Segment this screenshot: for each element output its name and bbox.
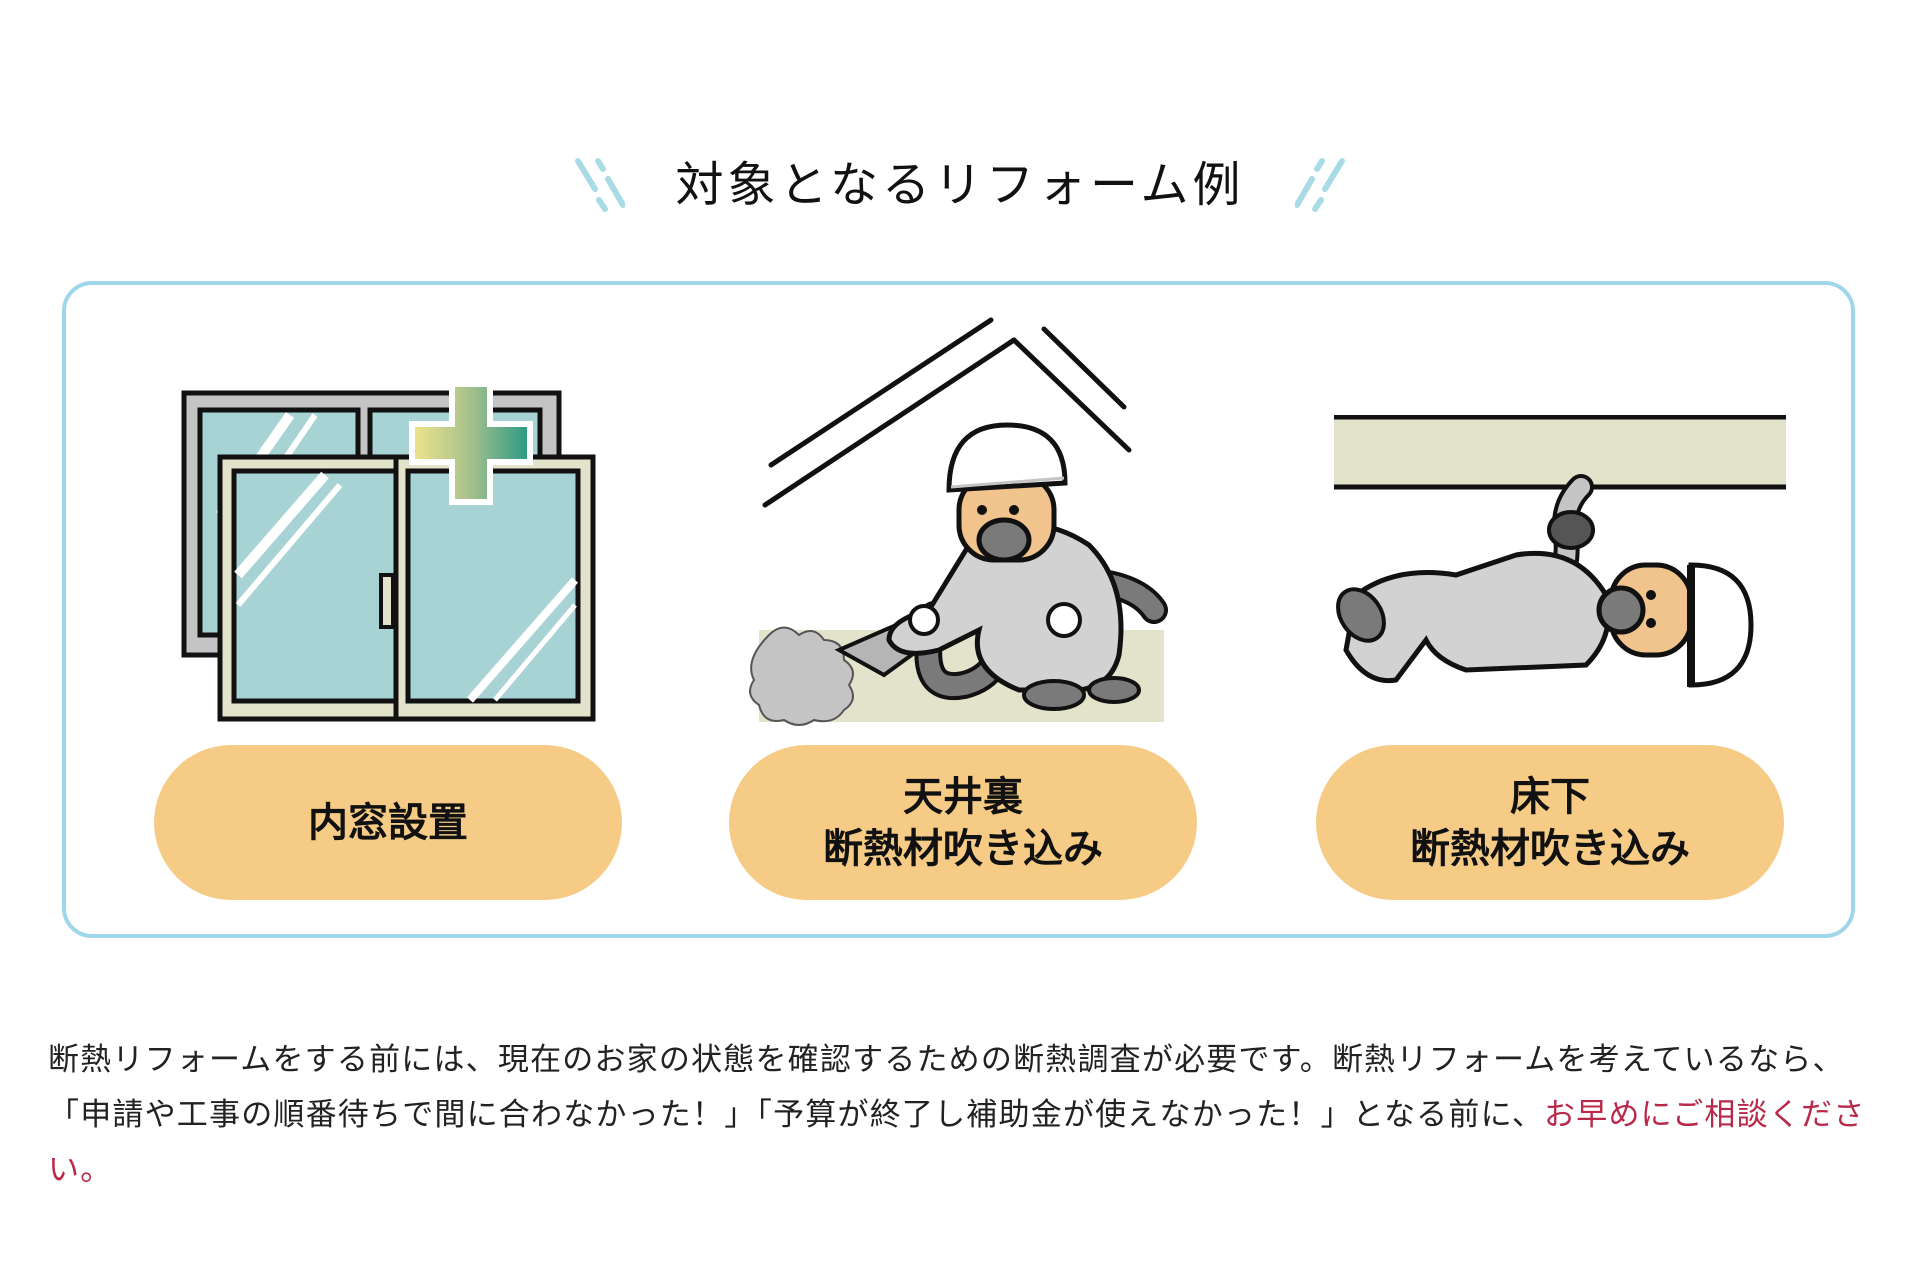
label-line: 床下 [1510,773,1590,820]
label-line: 天井裏 [903,773,1023,820]
right-slash-decoration-icon [1294,145,1355,215]
left-slash-decoration-icon [565,145,626,215]
consultation-call-to-action: お早めにご相談ください。 [48,1097,1866,1188]
label-pill-interior-window: 内窓設置 [154,745,622,900]
section-header: 対象となるリフォーム例 [0,140,1920,220]
reform-examples-panel: 内窓設置 [62,281,1855,938]
reform-card-interior-window: 内窓設置 [150,285,622,942]
section-title: 対象となるリフォーム例 [675,157,1245,213]
description-text: 断熱リフォームをする前には、現在のお家の状態を確認するための断熱調査が必要です。… [48,1042,1845,1133]
reform-card-attic-insulation: 天井裏 断熱材吹き込み [729,285,1199,942]
label-line: 内窓設置 [308,799,468,846]
attic-insulation-blowing-illustration [749,317,1168,726]
underfloor-insulation-blowing-illustration [1334,415,1786,688]
label-line: 断熱材吹き込み [1410,825,1690,872]
interior-window-illustration [181,381,596,722]
label-pill-attic-insulation: 天井裏 断熱材吹き込み [729,745,1197,900]
description-paragraph: 断熱リフォームをする前には、現在のお家の状態を確認するための断熱調査が必要です。… [48,1033,1878,1198]
label-line: 断熱材吹き込み [823,825,1103,872]
label-pill-underfloor-insulation: 床下 断熱材吹き込み [1316,745,1784,900]
reform-card-underfloor-insulation: 床下 断熱材吹き込み [1316,285,1786,942]
